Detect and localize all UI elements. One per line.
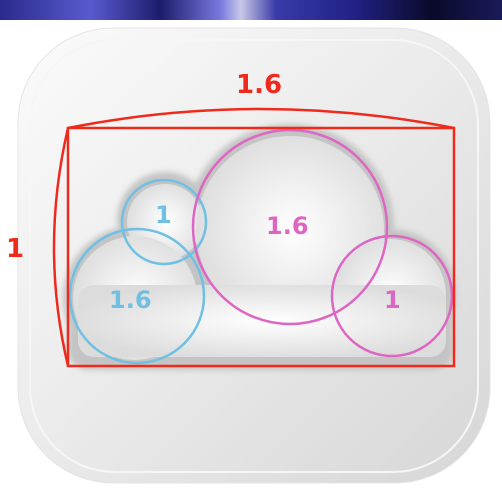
- blue-large-label: 1.6: [109, 286, 152, 314]
- blue-small-label: 1: [155, 201, 172, 229]
- blue-large-circle: [68, 227, 206, 365]
- left-height-label: 1: [6, 234, 25, 264]
- pink-large-label: 1.6: [266, 212, 309, 240]
- pink-large-circle: [191, 128, 389, 326]
- header-banner-strip: [0, 0, 502, 20]
- pink-small-label: 1: [384, 286, 401, 314]
- top-width-label: 1.6: [236, 70, 283, 100]
- height-arc: [52, 127, 70, 367]
- cloud-icon: [63, 124, 456, 370]
- bounding-rectangle: [66, 126, 456, 368]
- pink-small-circle: [330, 234, 454, 358]
- width-arc: [67, 107, 455, 130]
- blue-small-circle: [120, 178, 208, 266]
